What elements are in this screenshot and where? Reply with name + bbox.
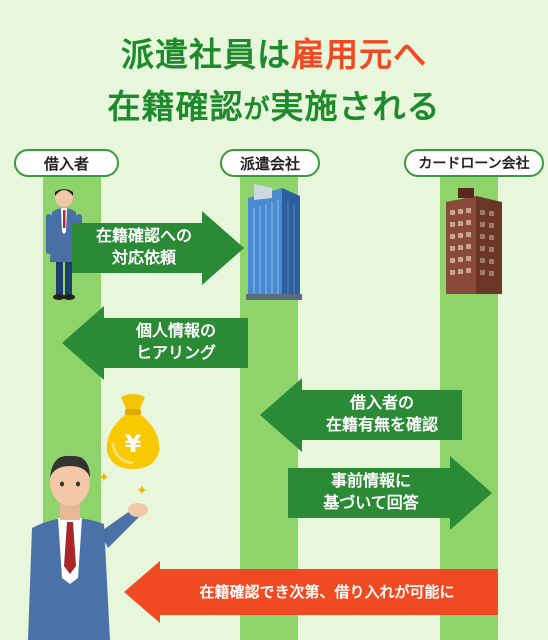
actor-lender: カードローン会社 xyxy=(404,149,544,177)
office-building-icon xyxy=(246,184,302,300)
arrow-hearing-to-borrower: 個人情報のヒアリング xyxy=(62,306,248,380)
title-part-a: 派遣社員は xyxy=(121,35,291,74)
step3-line2: 在籍有無を確認 xyxy=(325,415,438,434)
yen-symbol: ¥ xyxy=(124,430,142,458)
title-particle: が xyxy=(243,95,271,125)
arrow-confirm-to-dispatch: 借入者の在籍有無を確認 xyxy=(260,378,462,452)
title-line-1: 派遣社員は雇用元へ xyxy=(0,28,548,76)
title-highlight: 雇用元へ xyxy=(291,35,427,74)
lender-building-icon xyxy=(446,188,502,294)
step4-line2: 基づいて回答 xyxy=(323,493,419,512)
arrow-loan-available: 在籍確認でき次第、借り入れが可能に xyxy=(124,561,498,623)
money-bag-icon xyxy=(106,394,160,469)
businessman-icon xyxy=(28,455,148,640)
sparkle-icon: ✦ xyxy=(98,470,110,486)
step1-line1: 在籍確認への xyxy=(95,226,192,245)
step2-line1: 個人情報の xyxy=(135,321,216,340)
actor-dispatch: 派遣会社 xyxy=(220,149,320,177)
step4-line1: 事前情報に xyxy=(330,471,411,490)
arrow-request-to-dispatch: 在籍確認への対応依頼 xyxy=(72,211,244,285)
actor-borrower: 借入者 xyxy=(14,149,119,177)
step5-text: 在籍確認でき次第、借り入れが可能に xyxy=(199,583,455,601)
step1-line2: 対応依頼 xyxy=(111,248,176,267)
title-part-b: 在籍確認 xyxy=(107,87,244,126)
arrow-answer-to-lender: 事前情報に基づいて回答 xyxy=(288,456,492,530)
title-part-c: 実施される xyxy=(270,87,441,126)
step3-line1: 借入者の xyxy=(349,393,414,412)
sparkle-icon: ✦ xyxy=(136,483,148,499)
step2-line2: ヒアリング xyxy=(135,343,216,362)
title-line-2: 在籍確認が実施される xyxy=(0,80,548,128)
